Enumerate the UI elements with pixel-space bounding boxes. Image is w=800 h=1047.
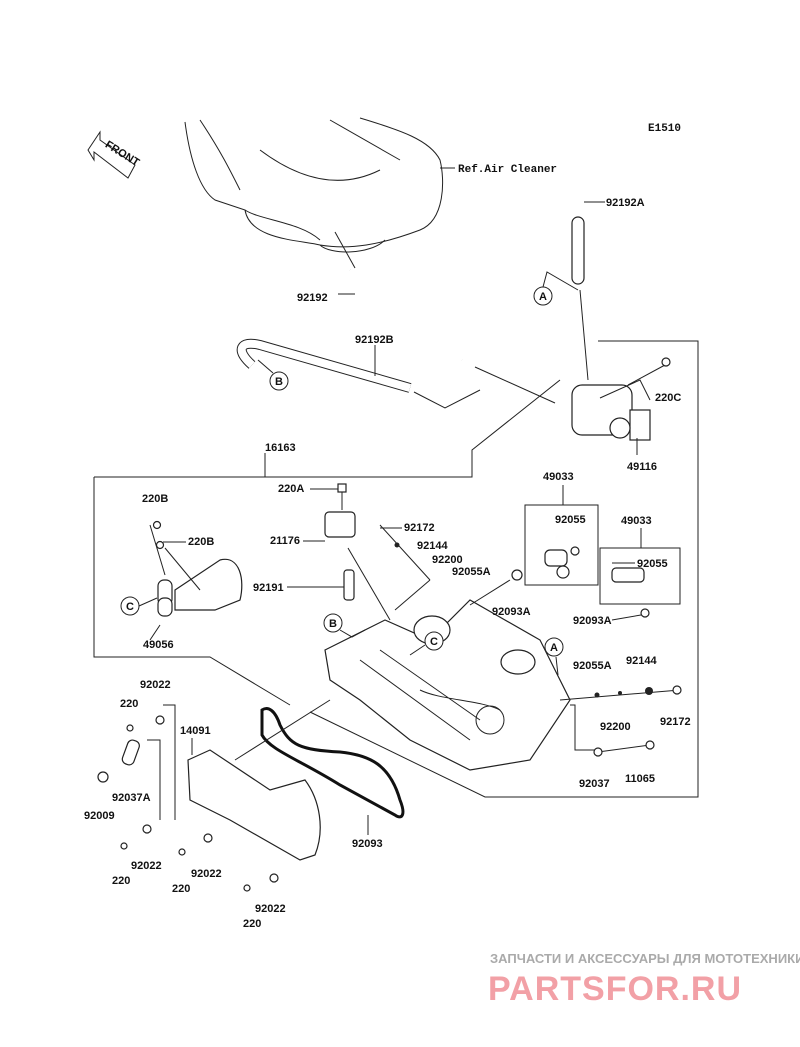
svg-text:92093: 92093 [352,838,383,850]
svg-text:49116: 49116 [627,461,657,473]
ref-air-cleaner: Ref.Air Cleaner [458,164,557,176]
sensor-49116 [571,357,671,455]
callout-a-mid: A [544,637,564,657]
svg-text:92009: 92009 [84,810,115,822]
svg-text:220C: 220C [655,392,681,404]
svg-text:C: C [430,636,438,648]
fittings-right [555,656,682,757]
svg-text:49033: 49033 [621,515,652,527]
callout-a-top: A [533,271,579,306]
svg-text:92022: 92022 [191,868,222,880]
svg-text:220B: 220B [142,493,168,505]
svg-text:92055: 92055 [637,558,668,570]
svg-text:21176: 21176 [270,535,300,547]
svg-text:220: 220 [243,918,261,930]
svg-text:92144: 92144 [417,540,448,552]
watermark-tagline: ЗАПЧАСТИ И АКСЕССУАРЫ ДЛЯ МОТОТЕХНИКИ [490,951,800,966]
assembly-frame-16163 [94,379,561,478]
svg-text:B: B [329,618,337,630]
front-arrow-icon: FRONT [87,130,142,179]
throttle-body [324,599,571,771]
svg-text:220A: 220A [278,483,304,495]
svg-text:92022: 92022 [131,860,162,872]
svg-text:C: C [126,601,134,613]
svg-text:92055: 92055 [555,514,586,526]
watermark-logo: PARTSFOR.RU [488,970,742,1008]
svg-text:92055A: 92055A [452,566,491,578]
svg-text:14091: 14091 [180,725,211,737]
injector-box-1 [524,504,599,586]
part-labels: 92192A 92192 92192B 220C 49116 16163 490… [84,197,691,930]
callout-b-top: B [257,359,289,391]
svg-text:92055A: 92055A [573,660,612,672]
svg-text:92172: 92172 [404,522,435,534]
svg-text:B: B [275,376,283,388]
svg-text:92172: 92172 [660,716,691,728]
hose-92192 [334,231,556,404]
svg-text:49033: 49033 [543,471,574,483]
callout-c-mid: C [409,631,444,656]
svg-text:A: A [550,642,558,654]
svg-text:92093A: 92093A [573,615,612,627]
svg-text:49056: 49056 [143,639,174,651]
hose-92192A [571,216,589,381]
callout-c-left: C [120,596,158,616]
svg-text:92192A: 92192A [606,197,645,209]
svg-text:A: A [539,291,547,303]
svg-text:92191: 92191 [253,582,284,594]
svg-text:92200: 92200 [600,721,631,733]
svg-text:92022: 92022 [255,903,286,915]
svg-text:16163: 16163 [265,442,296,454]
svg-text:220B: 220B [188,536,214,548]
callout-b-mid: B [323,613,366,638]
assembly-frame-lower [93,477,291,706]
throttle-sensor-21176 [324,483,391,621]
svg-text:92022: 92022 [140,679,171,691]
valve-49056 [149,520,243,641]
svg-text:92037A: 92037A [112,792,151,804]
svg-text:220: 220 [172,883,190,895]
air-cleaner-drawing [184,117,455,253]
svg-text:92192B: 92192B [355,334,394,346]
svg-text:11065: 11065 [625,773,655,785]
injector-49033 [511,546,650,618]
svg-text:92093A: 92093A [492,606,531,618]
svg-text:92037: 92037 [579,778,610,790]
assembly-frame-right [309,340,699,798]
svg-text:92200: 92200 [432,554,463,566]
diagram-code: E1510 [648,123,681,135]
svg-text:220: 220 [120,698,138,710]
hose-92192B [236,338,481,409]
cover-14091 [97,699,331,892]
gasket-92093 [260,707,405,819]
svg-text:92144: 92144 [626,655,657,667]
svg-text:220: 220 [112,875,130,887]
svg-text:92192: 92192 [297,292,328,304]
injector-box-2 [599,547,681,605]
